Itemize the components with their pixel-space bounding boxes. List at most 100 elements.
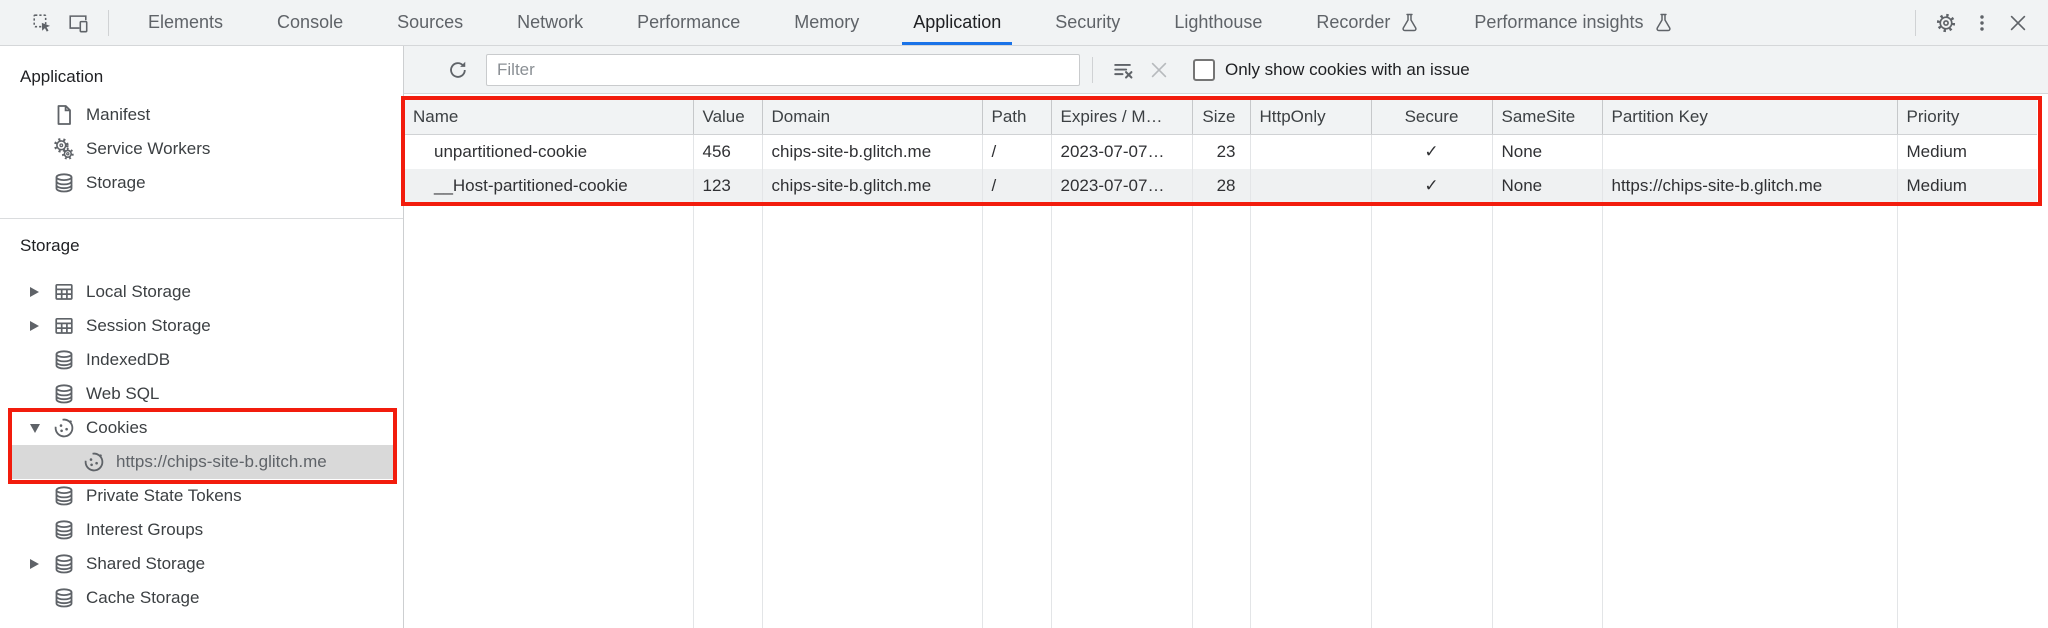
tab-sources[interactable]: Sources	[370, 0, 490, 45]
database-icon	[52, 171, 76, 195]
column-header-partition-key[interactable]: Partition Key	[1602, 100, 1898, 135]
sidebar-item-service-workers[interactable]: Service Workers	[0, 132, 403, 166]
column-header-domain[interactable]: Domain	[762, 100, 983, 135]
device-toolbar-button[interactable]	[60, 5, 96, 41]
database-icon	[52, 484, 76, 508]
cell-priority[interactable]: Medium	[1897, 169, 2037, 203]
column-header-value[interactable]: Value	[693, 100, 763, 135]
cell-domain[interactable]: chips-site-b.glitch.me	[762, 169, 983, 203]
disclosure-triangle-icon[interactable]	[30, 287, 39, 297]
table-icon	[52, 314, 76, 338]
tab-label: Security	[1055, 12, 1121, 32]
column-header-secure[interactable]: Secure	[1371, 100, 1493, 135]
experiment-flask-icon	[1399, 12, 1420, 33]
sidebar-item-cache-storage[interactable]: Cache Storage	[0, 581, 403, 615]
toolbar-divider	[1092, 56, 1093, 83]
close-icon	[2007, 12, 2029, 34]
tab-recorder[interactable]: Recorder	[1289, 0, 1447, 45]
tab-elements[interactable]: Elements	[121, 0, 250, 45]
column-header-path[interactable]: Path	[982, 100, 1052, 135]
refresh-button[interactable]	[440, 52, 476, 88]
disclosure-slot	[30, 321, 52, 331]
tab-label: Sources	[397, 12, 464, 32]
column-header-expires-m[interactable]: Expires / M…	[1051, 100, 1193, 135]
cell-partition-key[interactable]	[1602, 134, 1898, 169]
cell-path[interactable]: /	[982, 169, 1052, 203]
cell-size[interactable]: 28	[1192, 169, 1251, 203]
application-sidebar: Application Manifest Service Workers Sto…	[0, 46, 404, 628]
clear-filter-button[interactable]	[1105, 52, 1141, 88]
sidebar-item-https-chips-site-b-glitch-me[interactable]: https://chips-site-b.glitch.me	[12, 445, 397, 479]
tab-lighthouse[interactable]: Lighthouse	[1147, 0, 1289, 45]
more-options-button[interactable]	[1964, 5, 2000, 41]
sidebar-item-local-storage[interactable]: Local Storage	[0, 275, 403, 309]
filler-cell	[1371, 203, 1493, 628]
cookies-panel: Only show cookies with an issue NameValu…	[404, 46, 2048, 628]
sidebar-item-indexeddb[interactable]: IndexedDB	[0, 343, 403, 377]
sidebar-item-label: Interest Groups	[86, 520, 204, 539]
cell-expires-m[interactable]: 2023-07-07…	[1051, 169, 1193, 203]
cell-name[interactable]: __Host-partitioned-cookie	[404, 169, 694, 203]
disclosure-triangle-icon[interactable]	[30, 321, 39, 331]
sidebar-item-cookies[interactable]: Cookies	[0, 411, 403, 445]
sidebar-item-session-storage[interactable]: Session Storage	[0, 309, 403, 343]
cell-partition-key[interactable]: https://chips-site-b.glitch.me	[1602, 169, 1898, 203]
sidebar-item-label: https://chips-site-b.glitch.me	[116, 452, 327, 471]
sidebar-item-interest-groups[interactable]: Interest Groups	[0, 513, 403, 547]
cell-secure[interactable]: ✓	[1371, 134, 1493, 169]
filter-input[interactable]	[486, 53, 1080, 86]
cell-path[interactable]: /	[982, 134, 1052, 169]
settings-button[interactable]	[1928, 5, 1964, 41]
sidebar-item-private-state-tokens[interactable]: Private State Tokens	[0, 479, 403, 513]
cell-priority[interactable]: Medium	[1906, 142, 1967, 161]
disclosure-slot	[30, 423, 52, 433]
issue-filter-checkbox[interactable]	[1193, 58, 1215, 81]
filler-cell	[1492, 203, 1603, 628]
column-header-httponly[interactable]: HttpOnly	[1250, 100, 1372, 135]
column-header-samesite[interactable]: SameSite	[1492, 100, 1603, 135]
sidebar-item-manifest[interactable]: Manifest	[0, 98, 403, 132]
tab-security[interactable]: Security	[1028, 0, 1147, 45]
sidebar-section-title: Application	[20, 67, 104, 86]
tab-console[interactable]: Console	[250, 0, 370, 45]
clear-filter-icon	[1112, 59, 1134, 81]
disclosure-triangle-icon[interactable]	[30, 423, 40, 433]
sidebar-item-label: Private State Tokens	[86, 486, 242, 505]
delete-x-icon	[1148, 59, 1170, 81]
cell-httponly[interactable]	[1250, 134, 1372, 169]
column-header-priority[interactable]: Priority	[1897, 100, 2037, 135]
filler-cell	[1250, 203, 1372, 628]
close-devtools-button[interactable]	[2000, 5, 2036, 41]
column-header-name[interactable]: Name	[404, 100, 694, 135]
cell-samesite[interactable]: None	[1492, 169, 1603, 203]
cell-httponly[interactable]	[1250, 169, 1372, 203]
cell-value[interactable]: 456	[693, 134, 763, 169]
tab-memory[interactable]: Memory	[767, 0, 886, 45]
cell-domain[interactable]: chips-site-b.glitch.me	[762, 134, 983, 169]
sidebar-item-storage[interactable]: Storage	[0, 166, 403, 200]
cell-size[interactable]: 23	[1192, 134, 1251, 169]
cell-secure[interactable]: ✓	[1371, 169, 1493, 203]
tab-application[interactable]: Application	[886, 0, 1028, 45]
filler-cell	[693, 203, 763, 628]
inspect-element-button[interactable]	[24, 5, 60, 41]
disclosure-triangle-icon[interactable]	[30, 559, 39, 569]
tab-network[interactable]: Network	[490, 0, 610, 45]
cell-value[interactable]: 123	[693, 169, 763, 203]
tab-performance[interactable]: Performance	[610, 0, 767, 45]
delete-cookie-button[interactable]	[1141, 52, 1177, 88]
sidebar-item-web-sql[interactable]: Web SQL	[0, 377, 403, 411]
cell-samesite[interactable]: None	[1492, 134, 1603, 169]
grid-filler-row	[404, 203, 2037, 628]
column-header-size[interactable]: Size	[1192, 100, 1251, 135]
sidebar-item-label: Web SQL	[86, 384, 160, 403]
sidebar-item-shared-storage[interactable]: Shared Storage	[0, 547, 403, 581]
tab-performance-insights[interactable]: Performance insights	[1447, 0, 1700, 45]
device-toolbar-icon	[67, 12, 89, 34]
cell-name[interactable]: unpartitioned-cookie	[404, 134, 694, 169]
cell-expires-m[interactable]: 2023-07-07…	[1051, 134, 1193, 169]
